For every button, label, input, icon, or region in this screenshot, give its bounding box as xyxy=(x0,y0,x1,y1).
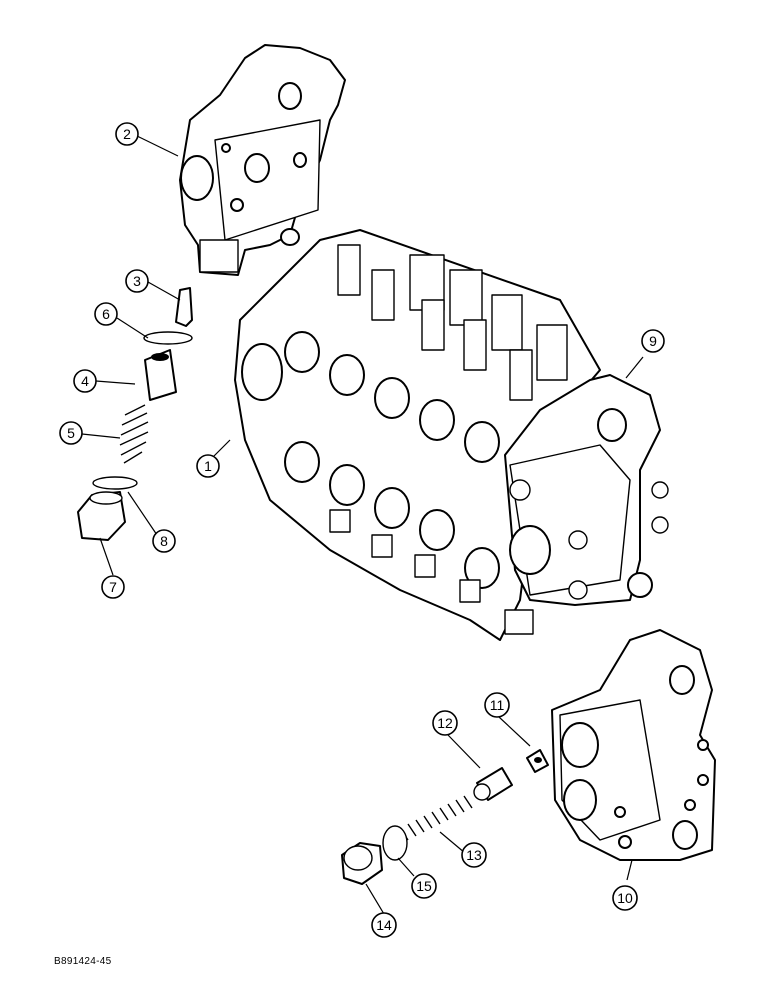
spool-cartridge-part xyxy=(144,349,177,401)
callout-12: 12 xyxy=(432,710,458,736)
o-ring-8-part xyxy=(92,476,138,490)
inlet-end-cover-part xyxy=(179,44,346,276)
callout-3: 3 xyxy=(125,269,149,293)
spring-5-part xyxy=(119,404,149,464)
callout-8-label: 8 xyxy=(160,533,168,549)
callout-6: 6 xyxy=(94,302,118,326)
valve-body-part xyxy=(234,229,601,641)
plug-14-part xyxy=(341,842,383,885)
callout-13-label: 13 xyxy=(466,847,482,863)
o-ring-15-part xyxy=(382,825,408,861)
callout-4: 4 xyxy=(73,369,97,393)
outlet-end-cover-part xyxy=(551,629,716,861)
callout-10: 10 xyxy=(612,885,638,911)
outlet-end-cover-attached-part xyxy=(504,374,669,606)
callout-1: 1 xyxy=(196,454,220,478)
poppet-seat-part xyxy=(526,749,549,773)
callout-12-label: 12 xyxy=(437,715,453,731)
plunger-part xyxy=(175,287,193,327)
o-ring-6-part xyxy=(143,331,193,345)
callout-10-label: 10 xyxy=(617,890,633,906)
callout-3-label: 3 xyxy=(133,273,141,289)
callout-2: 2 xyxy=(115,122,139,146)
callout-5-label: 5 xyxy=(67,425,75,441)
callout-14-label: 14 xyxy=(376,917,392,933)
callout-8: 8 xyxy=(152,529,176,553)
callout-15-label: 15 xyxy=(416,878,432,894)
spring-13-part xyxy=(399,795,473,841)
callout-2-label: 2 xyxy=(123,126,131,142)
callout-1-label: 1 xyxy=(204,458,212,474)
callout-5: 5 xyxy=(59,421,83,445)
poppet-part xyxy=(473,767,513,801)
callout-14: 14 xyxy=(371,912,397,938)
callout-7-label: 7 xyxy=(109,579,117,595)
callout-9: 9 xyxy=(641,329,665,353)
callout-6-label: 6 xyxy=(102,306,110,322)
figure-code: B891424-45 xyxy=(54,956,112,967)
leader-lines xyxy=(81,134,644,915)
callout-4-label: 4 xyxy=(81,373,89,389)
callout-13: 13 xyxy=(461,842,487,868)
callout-9-label: 9 xyxy=(649,333,657,349)
callout-11: 11 xyxy=(484,692,510,718)
callout-7: 7 xyxy=(101,575,125,599)
callout-15: 15 xyxy=(411,873,437,899)
plug-7-part xyxy=(77,491,126,541)
callout-11-label: 11 xyxy=(490,697,505,713)
